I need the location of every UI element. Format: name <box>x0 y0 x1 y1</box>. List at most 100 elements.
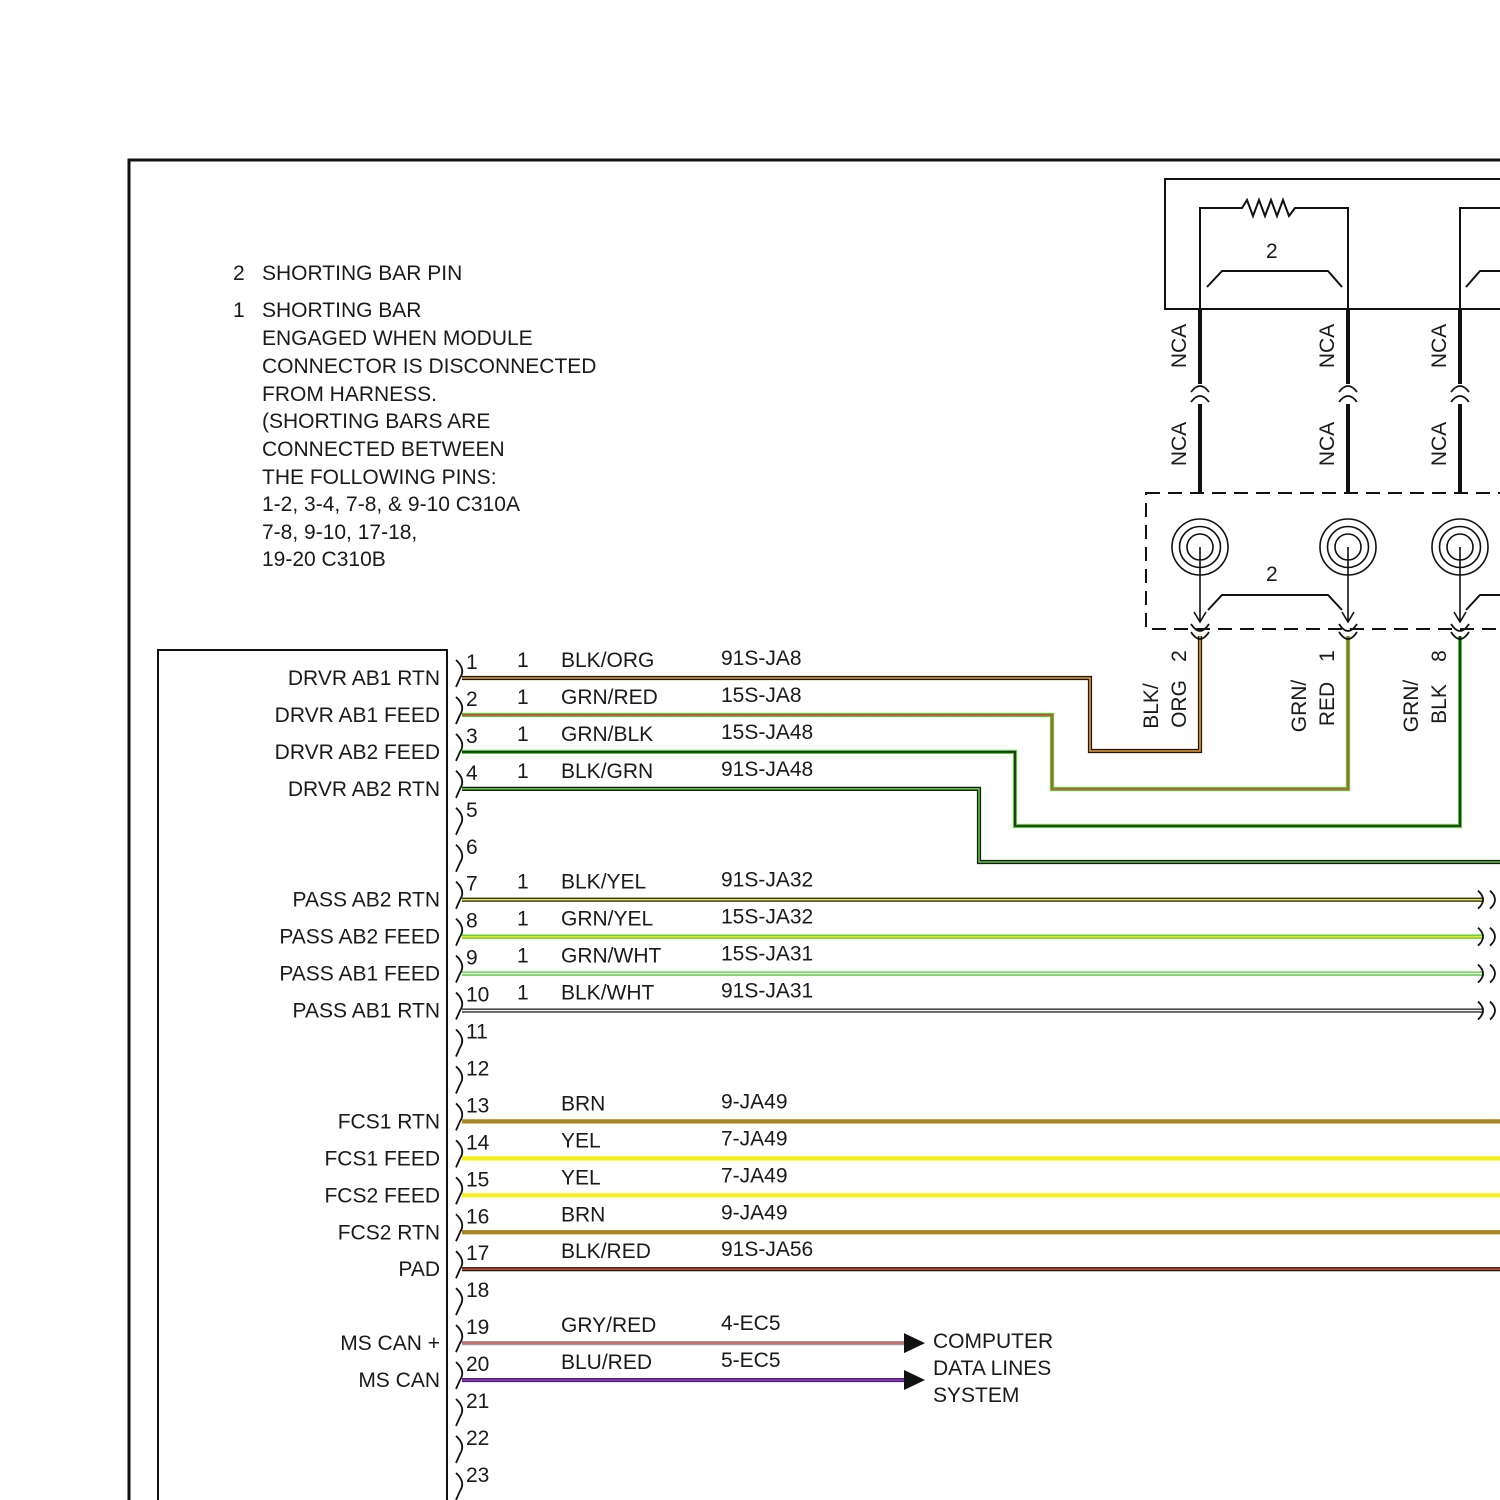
shorting-bar-note-marker: 1 <box>517 982 529 1005</box>
pin-number: 13 <box>466 1094 489 1117</box>
wire-color-label: YEL <box>561 1129 601 1152</box>
nca-label-upper: NCA <box>1428 324 1451 368</box>
connector-cavity <box>456 1214 462 1241</box>
second-circuit-partial <box>1460 208 1500 309</box>
wire-color-label: YEL <box>561 1166 601 1189</box>
circuit-number-label: 91S-JA48 <box>721 758 813 781</box>
nca-label-upper: NCA <box>1316 324 1339 368</box>
note-line: (SHORTING BARS ARE <box>262 410 490 433</box>
circuit-number-label: 91S-JA8 <box>721 647 802 670</box>
pin-number: 12 <box>466 1057 489 1080</box>
destination-line: DATA LINES <box>933 1357 1051 1380</box>
arrow-right-icon <box>904 1370 925 1390</box>
nca-label-upper: NCA <box>1168 324 1191 368</box>
inline-connector <box>1339 386 1357 402</box>
wire-color-label: BLK/GRN <box>561 760 653 783</box>
pin-function-label: MS CAN + <box>340 1332 440 1355</box>
pin-number: 9 <box>466 947 478 970</box>
wire-color-label: BRN <box>561 1203 605 1226</box>
clockspring-pin-number: 2 <box>1168 650 1191 662</box>
pin-number: 2 <box>466 688 478 711</box>
note-text-shorting-bar-pin: SHORTING BAR PIN <box>262 262 462 285</box>
shorting-bar-note-marker: 1 <box>517 649 529 672</box>
pin-function-label: DRVR AB1 RTN <box>288 667 440 690</box>
note-line: CONNECTOR IS DISCONNECTED <box>262 355 596 378</box>
note-line: 19-20 C310B <box>262 548 386 571</box>
connector-cavity <box>456 956 462 983</box>
connector-cavity <box>456 1251 462 1278</box>
wire-color-label: BLK/ORG <box>561 649 654 672</box>
pin-number: 14 <box>466 1131 490 1154</box>
circuit-number-label: 91S-JA56 <box>721 1238 813 1261</box>
clockspring-wire-color-label: RED <box>1316 682 1339 726</box>
pin-number: 8 <box>466 910 478 933</box>
connector-cavity <box>456 1140 462 1167</box>
nca-label-lower: NCA <box>1428 422 1451 466</box>
connector-cavity <box>456 1399 462 1426</box>
connector-cavity <box>456 1177 462 1204</box>
clockspring-wire-color-label: BLK <box>1428 684 1451 724</box>
circuit-number-label: 9-JA49 <box>721 1090 788 1113</box>
note-line: CONNECTED BETWEEN <box>262 438 505 461</box>
connector-cavity <box>456 1325 462 1352</box>
connector-cavity <box>456 919 462 946</box>
connector-cavity <box>456 1103 462 1130</box>
pin-number: 15 <box>466 1168 489 1191</box>
pin-number: 3 <box>466 725 478 748</box>
wire-color-label: GRN/BLK <box>561 723 653 746</box>
clockspring-pin-number: 1 <box>1316 650 1339 662</box>
pin-function-label: DRVR AB2 RTN <box>288 778 440 801</box>
wire-color-label: GRN/WHT <box>561 945 661 968</box>
pin-number: 20 <box>466 1353 489 1376</box>
shorting-bar-note-marker: 1 <box>517 945 529 968</box>
note-line: 7-8, 9-10, 17-18, <box>262 521 417 544</box>
connector-cavity <box>456 697 462 724</box>
wire-color-label: BRN <box>561 1092 605 1115</box>
connector-cavity <box>456 808 462 835</box>
pin-function-label: PASS AB1 FEED <box>279 963 440 986</box>
circuit-number-label: 4-EC5 <box>721 1312 781 1335</box>
connector-cavity <box>456 1030 462 1057</box>
shorting-bar-note-marker: 1 <box>517 908 529 931</box>
pin-function-label: PASS AB2 FEED <box>279 926 440 949</box>
circuit-number-label: 7-JA49 <box>721 1164 788 1187</box>
circuit-number-label: 5-EC5 <box>721 1349 781 1372</box>
pin-number: 5 <box>466 799 478 822</box>
pin-number: 16 <box>466 1205 489 1228</box>
note-marker-1: 1 <box>233 299 245 322</box>
connector-cavity <box>456 1066 462 1093</box>
shorting-bar-note-marker: 1 <box>517 871 529 894</box>
wire-color-label: GRN/RED <box>561 686 658 709</box>
circuit-number-label: 9-JA49 <box>721 1201 788 1224</box>
connector-cavity <box>456 993 462 1020</box>
wire-color-label: BLK/WHT <box>561 982 655 1005</box>
note-line: FROM HARNESS. <box>262 383 437 406</box>
pin-number: 4 <box>466 762 478 785</box>
shorting-bar-note-marker: 1 <box>517 686 529 709</box>
circuit-number-label: 91S-JA32 <box>721 869 813 892</box>
note-line: 1-2, 3-4, 7-8, & 9-10 C310A <box>262 493 520 516</box>
connector-cavity <box>456 882 462 909</box>
pin-function-label: MS CAN <box>358 1369 440 1392</box>
connector-cavity <box>456 1436 462 1463</box>
arrow-right-icon <box>904 1333 925 1353</box>
destination-computer-data-lines: COMPUTER DATA LINES SYSTEM <box>933 1330 1053 1407</box>
pin-function-label: FCS2 RTN <box>338 1221 440 1244</box>
clockspring-wire-color-label: BLK/ <box>1140 683 1163 729</box>
clockspring-wire-color-label: GRN/ <box>1288 680 1311 733</box>
circuit-number-label: 15S-JA8 <box>721 684 802 707</box>
clockspring-wire-color-label: ORG <box>1168 680 1191 728</box>
wire-color-label: BLK/YEL <box>561 871 646 894</box>
nca-label-lower: NCA <box>1168 422 1191 466</box>
clockspring-wire-color-label: GRN/ <box>1400 680 1423 733</box>
shorting-bar-marker: 2 <box>1266 240 1278 263</box>
shorting-bar-note-marker: 1 <box>517 723 529 746</box>
note-line: SHORTING BAR <box>262 299 421 322</box>
pin-number: 23 <box>466 1464 489 1487</box>
note-line: THE FOLLOWING PINS: <box>262 466 497 489</box>
shorting-bar-lower <box>1208 595 1342 610</box>
inline-connector <box>1451 386 1469 402</box>
note-line: ENGAGED WHEN MODULE <box>262 327 533 350</box>
circuit-number-label: 91S-JA31 <box>721 980 813 1003</box>
pin-number: 11 <box>466 1021 488 1044</box>
